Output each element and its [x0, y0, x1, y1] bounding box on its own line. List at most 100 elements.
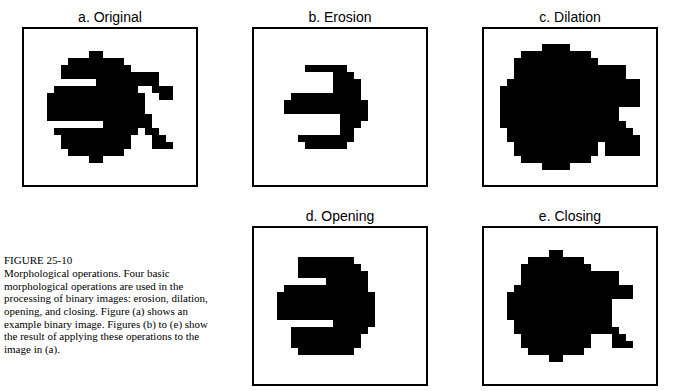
pixel [347, 86, 354, 93]
pixel [563, 348, 570, 355]
pixel [354, 264, 361, 271]
pixel [542, 128, 549, 135]
pixel [319, 306, 326, 313]
pixel [535, 51, 542, 58]
pixel [570, 278, 577, 285]
pixel [291, 313, 298, 320]
pixel [528, 285, 535, 292]
pixel [577, 341, 584, 348]
pixel [117, 142, 124, 149]
pixel [521, 65, 528, 72]
pixel [277, 306, 284, 313]
pixel [570, 142, 577, 149]
pixel [96, 86, 103, 93]
pixel [577, 257, 584, 264]
pixel [591, 121, 598, 128]
pixel [312, 65, 319, 72]
pixel [354, 285, 361, 292]
pixel [535, 135, 542, 142]
pixel [584, 79, 591, 86]
pixel [556, 51, 563, 58]
pixel [563, 292, 570, 299]
pixel [542, 285, 549, 292]
pixel [605, 306, 612, 313]
pixel [563, 72, 570, 79]
pixel [514, 320, 521, 327]
pixel [291, 93, 298, 100]
pixel [521, 142, 528, 149]
pixel [542, 271, 549, 278]
pixel [124, 72, 131, 79]
pixel [528, 51, 535, 58]
pixel [612, 65, 619, 72]
pixel [528, 142, 535, 149]
pixel [549, 135, 556, 142]
pixel [507, 299, 514, 306]
pixel [598, 107, 605, 114]
pixel [291, 334, 298, 341]
pixel [605, 285, 612, 292]
pixel [528, 100, 535, 107]
pixel [619, 121, 626, 128]
panel-title: c. Dilation [454, 9, 674, 25]
pixel [75, 114, 82, 121]
pixel [291, 299, 298, 306]
pixel [96, 114, 103, 121]
pixel [570, 264, 577, 271]
pixel [521, 271, 528, 278]
pixel [298, 341, 305, 348]
pixel [284, 292, 291, 299]
pixel [61, 86, 68, 93]
pixel [354, 121, 361, 128]
pixel [584, 278, 591, 285]
pixel [577, 58, 584, 65]
pixel [131, 128, 138, 135]
pixel [535, 341, 542, 348]
pixel [591, 65, 598, 72]
pixel [291, 341, 298, 348]
pixel [591, 107, 598, 114]
pixel [326, 93, 333, 100]
pixel [563, 257, 570, 264]
pixel [521, 299, 528, 306]
pixel [312, 327, 319, 334]
pixel [549, 250, 556, 257]
pixel [89, 135, 96, 142]
pixel [584, 320, 591, 327]
pixel [619, 79, 626, 86]
pixel [131, 121, 138, 128]
pixel [326, 348, 333, 355]
pixel [598, 72, 605, 79]
pixel [514, 65, 521, 72]
pixel [542, 156, 549, 163]
pixel [75, 135, 82, 142]
pixel [284, 107, 291, 114]
pixel [605, 320, 612, 327]
pixel [312, 285, 319, 292]
pixel [68, 72, 75, 79]
pixel [556, 264, 563, 271]
pixel [605, 93, 612, 100]
pixel [556, 257, 563, 264]
pixel [535, 327, 542, 334]
pixel [117, 149, 124, 156]
pixel [521, 100, 528, 107]
pixel [542, 264, 549, 271]
pixel [542, 142, 549, 149]
pixel [535, 149, 542, 156]
pixel [549, 355, 556, 362]
pixel [61, 107, 68, 114]
pixel [556, 313, 563, 320]
pixel [333, 285, 340, 292]
pixel [584, 100, 591, 107]
pixel [319, 65, 326, 72]
pixel [152, 79, 159, 86]
pixel [591, 327, 598, 334]
pixel [570, 334, 577, 341]
pixel [507, 135, 514, 142]
pixel [145, 128, 152, 135]
pixel [75, 107, 82, 114]
pixel [124, 79, 131, 86]
pixel [626, 100, 633, 107]
pixel [54, 93, 61, 100]
